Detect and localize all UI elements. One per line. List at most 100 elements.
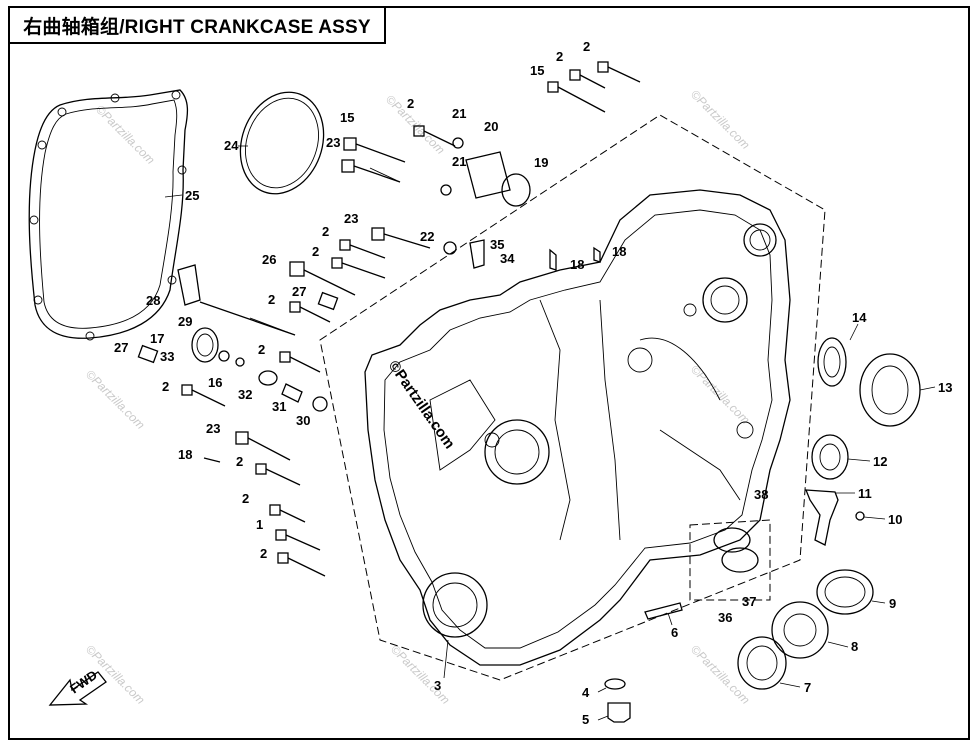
ball-30 [312,396,328,412]
callout-label: 16 [208,375,222,390]
small-parts-left [137,137,601,463]
bolt [331,257,386,279]
callout-label: 24 [224,138,239,153]
bearing-8 [771,601,829,659]
bolt [597,61,641,83]
bolt [569,69,606,89]
dashed-outline [319,114,826,681]
callout-label: 14 [852,310,867,325]
bolt [275,529,321,551]
watermark-main: ©Partzilla.com [385,358,458,453]
callout-label: 4 [582,685,590,700]
bolt [181,384,226,407]
callout-label: 20 [484,119,498,134]
callout-label: 21 [452,106,466,121]
callout-label: 18 [178,447,192,462]
bolt [269,504,306,523]
bolts-left [181,61,641,577]
bolt [235,431,291,461]
callout-label: 7 [804,680,811,695]
gasket-25 [28,89,189,341]
callout-label: 22 [420,229,434,244]
bracket-28 [177,264,201,306]
callout-label: 23 [326,135,340,150]
callout-label: 2 [556,49,563,64]
fwd-arrow-icon: FWD [48,667,107,706]
callout-label: 23 [344,211,358,226]
bolt [413,125,456,147]
bushing-38 [713,527,751,553]
oring-19 [501,173,531,207]
callout-label: 37 [742,594,756,609]
bolt-long-28 [199,301,296,336]
watermark-text: ©Partzilla.com [93,102,158,167]
callout-label: 2 [322,224,329,239]
callout-label: 9 [889,596,896,611]
bolt [255,463,301,486]
callout-label: 3 [434,678,441,693]
cap-33 [191,327,219,363]
bolt [279,351,321,373]
callout-labels: 1 2 2 2 2 2 2 2 2 2 2 2 3 4 5 6 7 8 9 10… [114,39,952,727]
bushing-36 [721,547,759,573]
callout-label: 2 [260,546,267,561]
callout-label: 12 [873,454,887,469]
valve-6 [644,602,683,620]
dowel-27 [137,344,159,364]
page-title: 右曲轴箱组/RIGHT CRANKCASE ASSY [23,16,371,38]
callout-label: 29 [178,314,192,329]
bolt [277,552,326,577]
callout-label: 36 [718,610,732,625]
callout-label: 5 [582,712,589,727]
bolt [339,239,386,259]
callout-label: 11 [858,486,872,501]
callout-label: 19 [534,155,548,170]
sensor-35 [469,239,485,269]
callout-label: 33 [160,349,174,364]
callout-label: 35 [490,237,504,252]
bolt [289,301,331,323]
plug-22 [443,241,457,255]
callout-label: 18 [612,244,626,259]
seal-7 [737,636,787,690]
callout-label: 2 [268,292,275,307]
callout-label: 34 [500,251,515,266]
callout-label: 2 [407,96,414,111]
callout-label: 21 [452,154,466,169]
callout-label: 38 [754,487,768,502]
callout-label: 27 [292,284,306,299]
bolt [289,261,356,296]
callout-label: 2 [236,454,243,469]
callout-label: 13 [938,380,952,395]
bolt [343,137,406,163]
callout-label: 2 [242,491,249,506]
bolt [547,81,606,113]
watermark-text: ©Partzilla.com [688,642,753,707]
callout-label: 17 [150,331,164,346]
callout-label: 18 [570,257,584,272]
bolt-21 [440,184,452,196]
right-crankcase [364,189,791,666]
fwd-label: FWD [67,667,100,696]
callout-label: 2 [258,342,265,357]
callout-label: 2 [583,39,590,54]
screw-10 [855,511,865,521]
callout-label: 32 [238,387,252,402]
watermark-text: ©Partzilla.com [83,367,148,432]
callout-label: 1 [256,517,263,532]
seal-9 [816,569,874,615]
callout-label: 2 [162,379,169,394]
bolt [341,159,401,183]
washer-4 [604,678,626,690]
spring-31 [281,383,303,403]
bearing-13 [859,353,921,427]
cover-20 [465,151,511,199]
oring-32 [258,370,278,386]
watermark-text: ©Partzilla.com [688,362,753,427]
callout-label: 15 [530,63,544,78]
stopper-11 [805,489,839,546]
pin-18 [549,248,557,271]
callout-label: 10 [888,512,902,527]
watermark-text: ©Partzilla.com [388,642,453,707]
